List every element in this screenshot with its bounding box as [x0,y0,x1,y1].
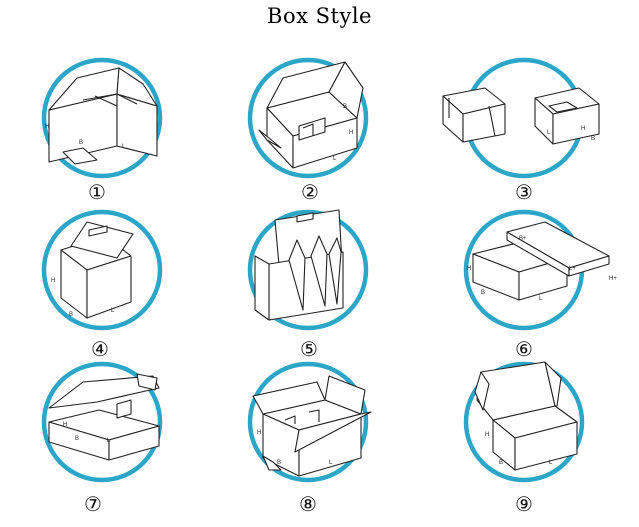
style-number-1: ① [88,180,106,204]
label-h: H [257,430,261,436]
box-style-9-diagram: H B L [463,361,585,483]
label-h: H [63,422,67,428]
box-style-2: B H L ② [233,48,383,204]
page-title: Box Style [267,4,372,28]
label-h: H [349,130,353,136]
box-style-4: H B L ④ [27,200,177,361]
box-style-7: H B L ⑦ [27,352,177,516]
label-l: L [111,308,115,314]
label-l: L [122,144,126,150]
style-number-5: ⑤ [300,337,318,361]
box-style-2-diagram: B H L [247,57,369,179]
box-style-6-diagram: B+ H L+ H+ B L [463,209,617,331]
box-style-1-diagram: H B L [41,57,163,179]
label-b-plus: B+ [519,236,527,242]
style-number-8: ⑧ [299,492,317,516]
box-style-3-diagram: L H B [442,57,600,179]
label-h: H [45,124,49,130]
label-l: L [333,156,337,162]
label-b: B [69,312,73,318]
label-l: L [107,438,111,444]
box-style-6: B+ H L+ H+ B L ⑥ [449,200,617,361]
style-number-2: ② [301,180,319,204]
box-style-3: L H B ③ [442,48,600,204]
label-b: B [79,140,83,146]
label-b: B [277,460,281,466]
box-style-7-diagram: H B L [41,361,163,483]
label-l: L [547,130,551,136]
box-style-8: H B L ⑧ [233,352,383,516]
style-number-6: ⑥ [515,337,533,361]
box-style-4-diagram: H B L [41,209,163,331]
style-number-4: ④ [91,337,109,361]
label-b: B [499,460,503,466]
label-l-plus: L+ [569,266,576,272]
label-l: L [329,460,333,466]
label-h: H [581,126,585,132]
box-style-9: H B L ⑨ [449,352,599,516]
label-l: L [549,460,553,466]
box-style-5: ⑤ [233,200,383,361]
style-number-9: ⑨ [515,492,533,516]
label-b: B [343,104,347,110]
box-style-8-diagram: H B L [247,361,372,483]
style-number-7: ⑦ [84,492,102,516]
label-b: B [75,436,79,442]
label-l: L [539,296,543,302]
label-h-plus: H+ [609,276,617,282]
style-number-3: ③ [515,180,533,204]
label-h: H [467,266,471,272]
box-style-5-diagram [247,209,369,331]
box-style-1: H B L ① [27,48,177,204]
label-b: B [591,136,595,142]
label-h: H [485,432,489,438]
label-h: H [51,278,55,284]
label-b: B [481,290,485,296]
